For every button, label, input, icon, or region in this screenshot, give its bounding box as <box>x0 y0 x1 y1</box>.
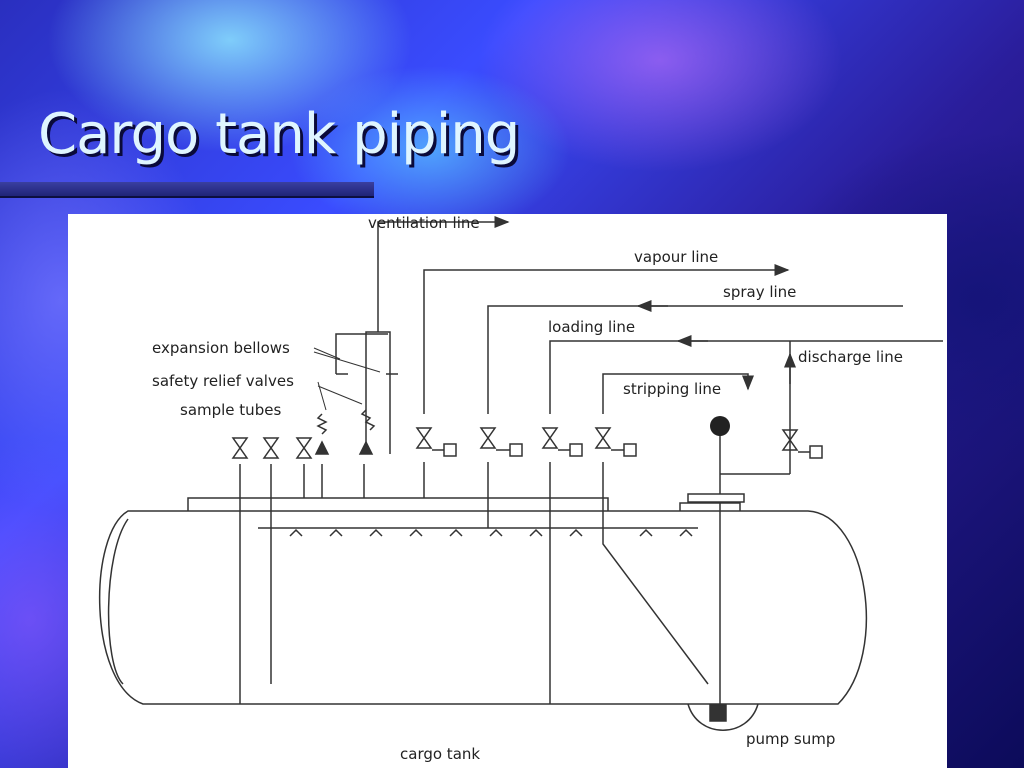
pump-sump-box <box>709 704 727 722</box>
stripping-valve <box>595 427 611 449</box>
label-safety-relief-valves: safety relief valves <box>152 372 294 390</box>
label-expansion-bellows: expansion bellows <box>152 339 290 357</box>
label-cargo-tank: cargo tank <box>400 745 480 763</box>
label-sample-tubes: sample tubes <box>180 401 281 419</box>
tank-dome <box>187 497 741 511</box>
loading-line <box>549 340 943 414</box>
label-loading-line: loading line <box>548 318 635 336</box>
label-discharge-line: discharge line <box>798 348 903 366</box>
spray-nozzles <box>289 528 693 537</box>
vapour-line <box>423 264 790 414</box>
spray-line <box>487 305 903 414</box>
pump-flange <box>687 493 745 503</box>
stripping-line <box>602 373 754 414</box>
pump-sump-well <box>687 703 759 731</box>
pump-motor <box>710 416 730 436</box>
loading-valve <box>542 427 558 449</box>
title-underline <box>0 182 374 198</box>
cargo-tank-shell <box>98 510 868 705</box>
label-stripping-line: stripping line <box>623 380 721 398</box>
slide-title: Cargo tank piping <box>38 102 520 167</box>
diagram-panel: ventilation line vapour line spray line … <box>68 214 947 768</box>
label-pump-sump: pump sump <box>746 730 835 748</box>
label-ventilation-line: ventilation line <box>368 214 480 232</box>
cargo-tank-diagram: ventilation line vapour line spray line … <box>98 214 943 763</box>
sample-valve-2 <box>263 437 279 459</box>
sample-valve-3 <box>296 437 312 459</box>
label-spray-line: spray line <box>723 283 796 301</box>
label-vapour-line: vapour line <box>634 248 718 266</box>
tank-outer-arc <box>107 518 129 685</box>
ventilation-line <box>365 222 508 454</box>
safety-relief-valves <box>314 409 376 455</box>
sample-valve-1 <box>232 437 248 459</box>
spray-valve <box>480 427 496 449</box>
vapour-valve <box>416 427 432 449</box>
